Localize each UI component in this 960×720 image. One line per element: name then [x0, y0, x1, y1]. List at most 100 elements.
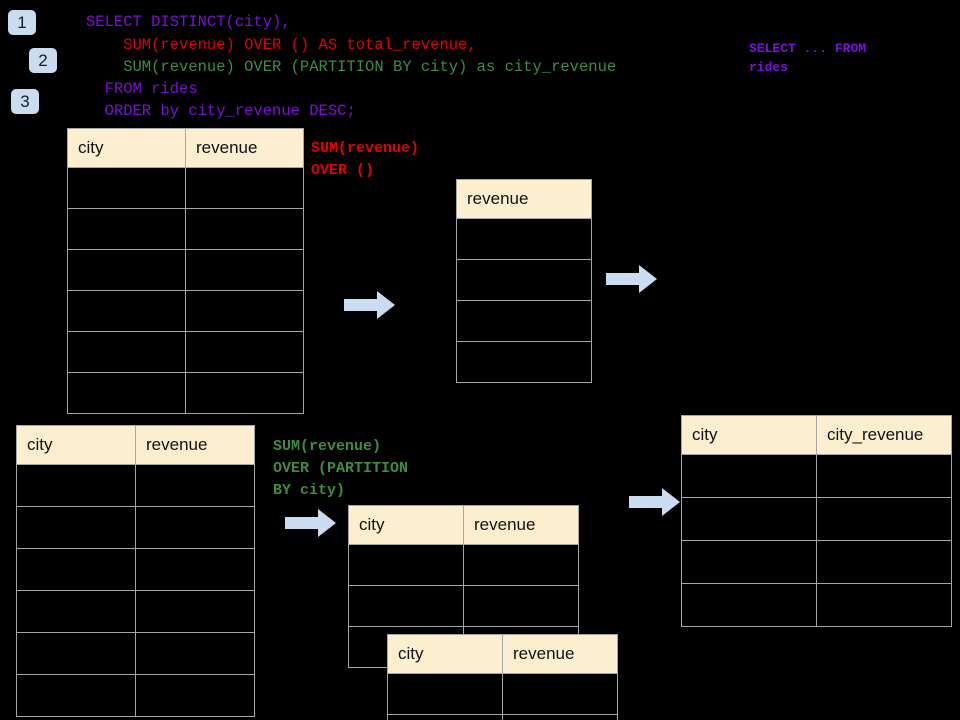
cell-revenue[interactable]: [456, 300, 592, 342]
table-row[interactable]: [456, 218, 592, 260]
cell-revenue[interactable]: [135, 506, 255, 549]
cell-city[interactable]: [681, 497, 817, 541]
table-row[interactable]: [348, 544, 579, 586]
cell-city[interactable]: [681, 540, 817, 584]
table-row[interactable]: [456, 259, 592, 301]
partition-table-front[interactable]: city revenue: [387, 634, 618, 720]
table-row[interactable]: [16, 590, 255, 633]
table-row[interactable]: [681, 540, 952, 584]
cell-revenue[interactable]: [502, 714, 618, 720]
annotation-total-revenue-line-2: OVER (): [311, 162, 375, 179]
table-row[interactable]: [16, 548, 255, 591]
step-badge-1[interactable]: 1: [8, 10, 36, 35]
cell-city[interactable]: [67, 208, 186, 250]
cell-revenue[interactable]: [463, 544, 579, 586]
cell-city-revenue[interactable]: [816, 540, 952, 584]
table-row[interactable]: [681, 497, 952, 541]
cell-city[interactable]: [387, 673, 503, 715]
cell-city[interactable]: [16, 548, 136, 591]
column-header-revenue: revenue: [185, 128, 304, 168]
table-row[interactable]: [67, 290, 304, 332]
column-header-revenue: revenue: [463, 505, 579, 545]
cell-city[interactable]: [16, 590, 136, 633]
table-row[interactable]: [67, 372, 304, 414]
cell-city[interactable]: [16, 506, 136, 549]
table-row[interactable]: [67, 249, 304, 291]
cell-revenue[interactable]: [135, 674, 255, 717]
cell-revenue[interactable]: [456, 341, 592, 383]
step-badge-2[interactable]: 2: [29, 48, 57, 73]
step-badge-3-label: 3: [20, 92, 30, 111]
cell-revenue[interactable]: [185, 167, 304, 209]
cell-revenue[interactable]: [185, 208, 304, 250]
cell-revenue[interactable]: [185, 249, 304, 291]
annotation-total-revenue-line-1: SUM(revenue): [311, 140, 420, 157]
sql-line-from: FROM rides: [86, 80, 198, 98]
rides-source-table-top[interactable]: city revenue: [67, 128, 304, 414]
cell-city[interactable]: [387, 714, 503, 720]
cell-revenue[interactable]: [135, 590, 255, 633]
cell-revenue[interactable]: [185, 372, 304, 414]
cell-revenue[interactable]: [463, 585, 579, 627]
cell-revenue[interactable]: [502, 673, 618, 715]
table-row[interactable]: [681, 454, 952, 498]
cell-city[interactable]: [348, 585, 464, 627]
cell-revenue[interactable]: [456, 259, 592, 301]
table-row[interactable]: [16, 674, 255, 717]
cell-city[interactable]: [16, 632, 136, 675]
table-row[interactable]: [348, 585, 579, 627]
cell-city-revenue[interactable]: [816, 454, 952, 498]
cell-city-revenue[interactable]: [816, 583, 952, 627]
cell-city[interactable]: [67, 249, 186, 291]
table-row[interactable]: [67, 167, 304, 209]
cell-revenue[interactable]: [185, 290, 304, 332]
cell-city[interactable]: [681, 583, 817, 627]
cell-city[interactable]: [348, 544, 464, 586]
cell-city[interactable]: [67, 331, 186, 373]
column-header-city-revenue: city_revenue: [816, 415, 952, 455]
column-header-revenue: revenue: [135, 425, 255, 465]
cell-city[interactable]: [681, 454, 817, 498]
cell-revenue[interactable]: [185, 331, 304, 373]
table-row[interactable]: [16, 506, 255, 549]
side-note-line-2: rides: [749, 60, 789, 75]
final-result-table[interactable]: city city_revenue: [681, 415, 952, 627]
cell-city-revenue[interactable]: [816, 497, 952, 541]
cell-city[interactable]: [16, 674, 136, 717]
rides-source-table-bottom[interactable]: city revenue: [16, 425, 255, 717]
table-row[interactable]: [67, 208, 304, 250]
arrow-right-icon: [285, 509, 336, 537]
table-header-row: city revenue: [16, 425, 255, 465]
step-badge-2-label: 2: [38, 51, 48, 70]
sql-line-total-revenue: SUM(revenue) OVER () AS total_revenue,: [86, 36, 477, 54]
table-row[interactable]: [387, 673, 618, 715]
table-row[interactable]: [67, 331, 304, 373]
cell-city[interactable]: [67, 372, 186, 414]
cell-city[interactable]: [67, 167, 186, 209]
step-badge-1-label: 1: [17, 13, 27, 32]
cell-revenue[interactable]: [456, 218, 592, 260]
table-row[interactable]: [456, 300, 592, 342]
table-header-row: city revenue: [67, 128, 304, 168]
table-row[interactable]: [16, 464, 255, 507]
cell-city[interactable]: [67, 290, 186, 332]
table-row[interactable]: [456, 341, 592, 383]
arrow-total-to-right: [606, 263, 658, 295]
cell-city[interactable]: [16, 464, 136, 507]
column-header-revenue: revenue: [502, 634, 618, 674]
sql-line-order-by: ORDER by city_revenue DESC;: [86, 102, 356, 120]
cell-revenue[interactable]: [135, 464, 255, 507]
table-row[interactable]: [681, 583, 952, 627]
total-revenue-table[interactable]: revenue: [456, 179, 592, 383]
step-badge-3[interactable]: 3: [11, 89, 39, 114]
arrow-source-to-partition: [285, 507, 337, 539]
cell-revenue[interactable]: [135, 632, 255, 675]
table-header-row: city city_revenue: [681, 415, 952, 455]
arrow-source-to-total: [344, 289, 396, 321]
annotation-city-revenue-line-2: OVER (PARTITION: [273, 460, 409, 477]
cell-revenue[interactable]: [135, 548, 255, 591]
table-row[interactable]: [16, 632, 255, 675]
column-header-city: city: [681, 415, 817, 455]
table-row[interactable]: [387, 714, 618, 720]
